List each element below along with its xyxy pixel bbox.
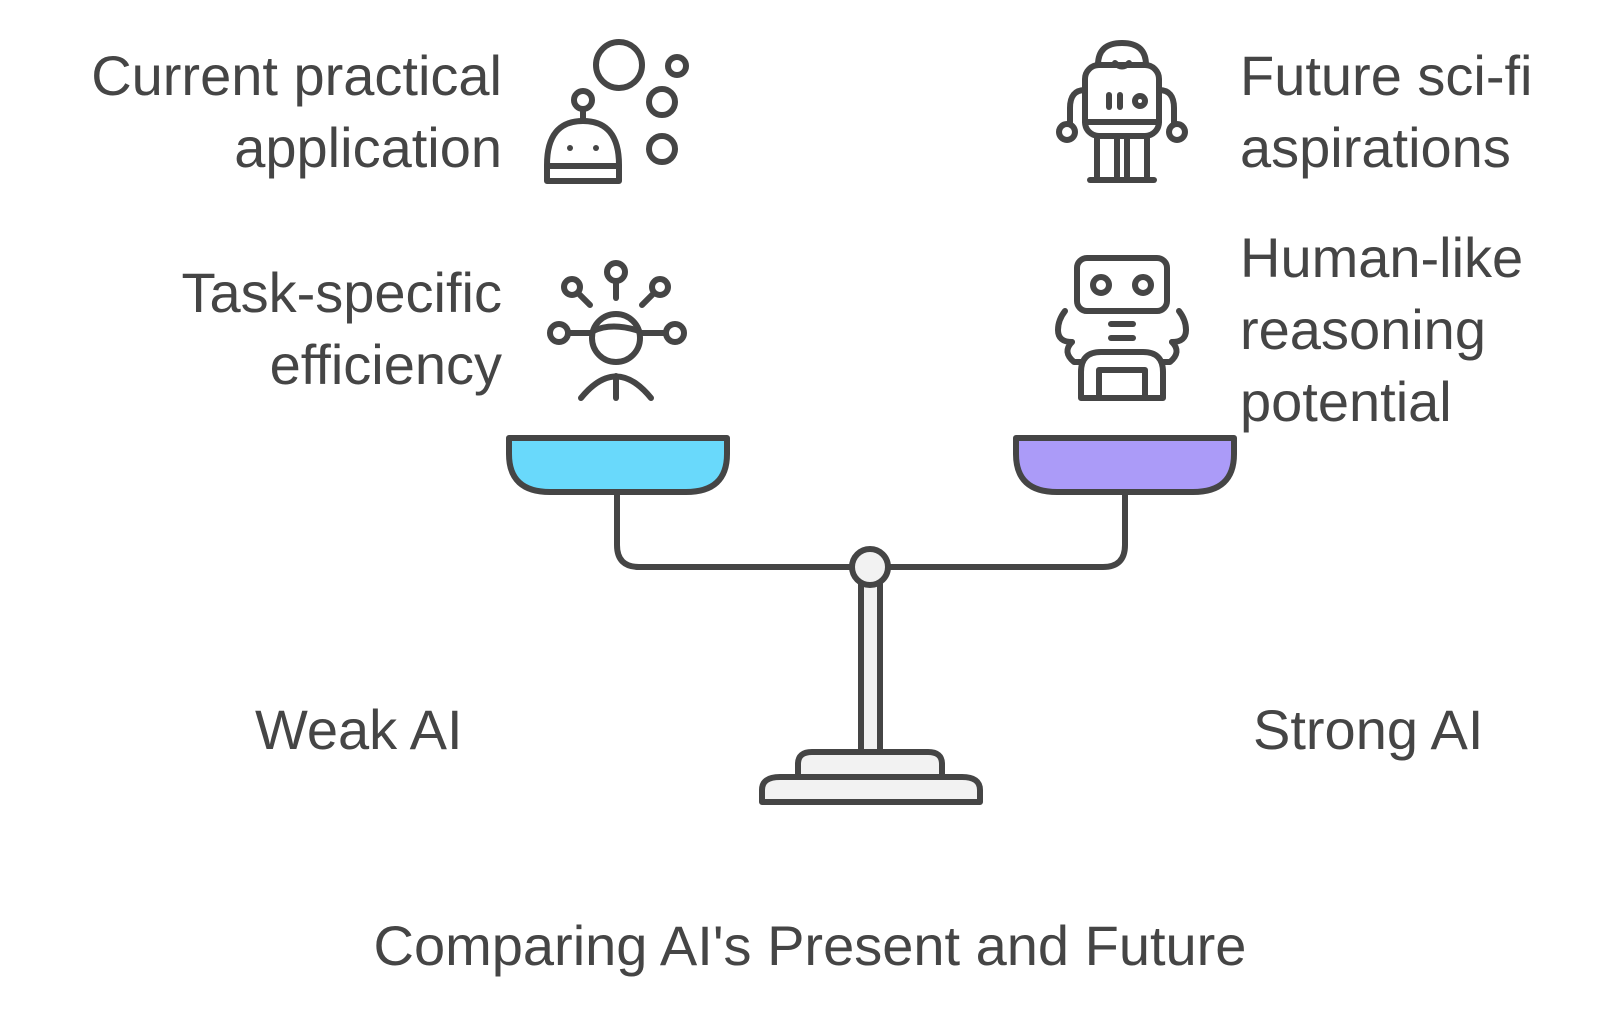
robot-with-bubbles-icon	[544, 39, 689, 184]
humanoid-robot-icon	[1056, 40, 1188, 183]
person-with-connections-icon	[547, 260, 687, 401]
strong-ai-pan	[1013, 435, 1237, 495]
current-practical-application-label: Current practical application	[91, 44, 502, 179]
human-like-reasoning-potential-label: Human-like reasoning potential	[1240, 226, 1524, 433]
task-specific-efficiency-label: Task-specific efficiency	[181, 261, 502, 396]
robot-face-icon	[1055, 255, 1189, 401]
strong-ai-label: Strong AI	[1253, 698, 1484, 761]
scale-base-bottom	[759, 774, 983, 805]
future-sci-fi-aspirations-label: Future sci-fi aspirations	[1240, 44, 1533, 179]
diagram-title: Comparing AI's Present and Future	[373, 914, 1247, 977]
scale-base-top	[795, 749, 945, 780]
weak-ai-label: Weak AI	[255, 698, 463, 761]
scale-pivot	[849, 546, 891, 588]
weak-ai-pan	[506, 435, 730, 495]
scale-pole	[858, 580, 883, 761]
